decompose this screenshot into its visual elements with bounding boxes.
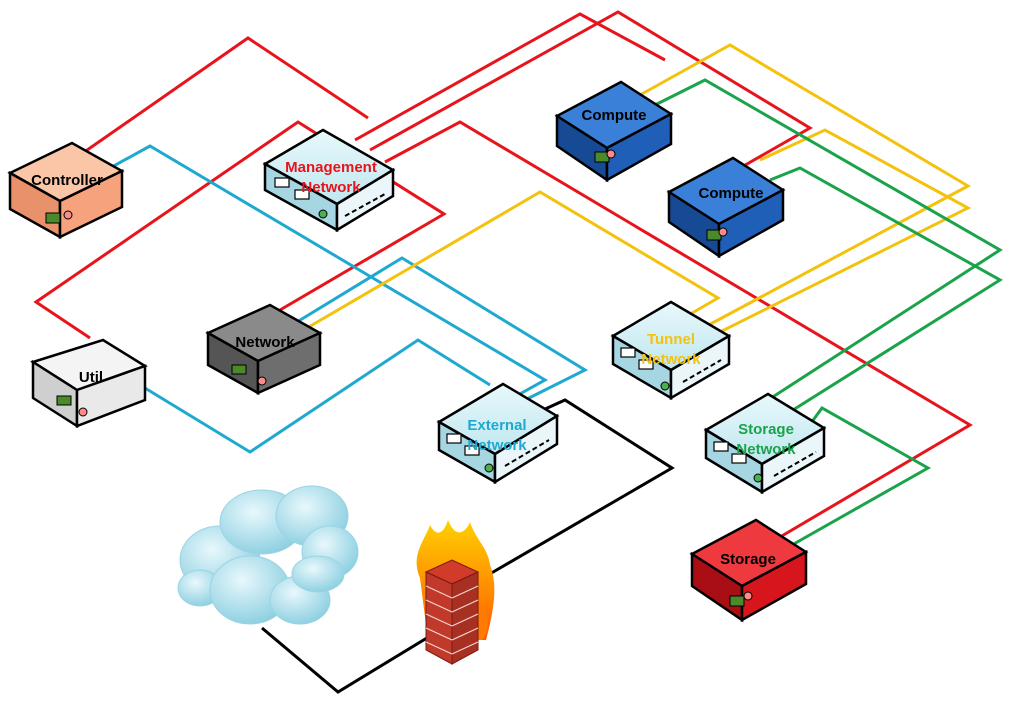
cloud-icon (177, 485, 359, 625)
firewall-icon (416, 520, 495, 665)
external-link-network (291, 256, 589, 402)
internet-link-external (487, 398, 675, 577)
management-link-compute2 (369, 10, 813, 170)
internet-links (261, 398, 675, 694)
tunnel-link-compute1 (639, 43, 972, 337)
tunnel-link-compute2 (699, 128, 972, 344)
management-link-compute1 (354, 12, 666, 142)
compute-1-label: Compute (582, 107, 647, 124)
storage-server-label: Storage (720, 551, 776, 568)
management-links (33, 10, 973, 542)
management-link-util (33, 120, 447, 340)
management-network-label-1: Management (285, 159, 377, 176)
storage-server[interactable]: Storage (689, 518, 809, 623)
util-label: Util (79, 369, 103, 386)
network-server[interactable]: Network (205, 303, 323, 396)
util-server[interactable]: Util (30, 338, 148, 429)
external-network-label-1: External (467, 417, 526, 434)
external-network-switch[interactable]: External Network (436, 382, 560, 485)
compute-server-1[interactable]: Compute (554, 80, 674, 183)
compute-server-2[interactable]: Compute (666, 156, 786, 259)
compute-2-label: Compute (699, 185, 764, 202)
tunnel-links (294, 43, 972, 344)
external-link-controller (109, 144, 549, 407)
storage-links (654, 78, 1003, 547)
management-network-label-2: Network (301, 179, 361, 196)
internet-link-cloud (261, 626, 441, 694)
network-label: Network (235, 334, 295, 351)
external-link-util (139, 338, 491, 454)
tunnel-network-label-1: Tunnel (647, 331, 695, 348)
storage-link-compute2 (769, 166, 1003, 417)
storage-link-compute1 (654, 78, 1003, 402)
storage-network-label-1: Storage (738, 421, 794, 438)
controller-server[interactable]: Controller (7, 141, 125, 240)
management-network-switch[interactable]: Management Network (262, 128, 396, 233)
management-link-controller (79, 36, 369, 157)
external-network-label-2: Network (467, 437, 527, 454)
storage-network-label-2: Network (736, 441, 796, 458)
tunnel-network-label-2: Network (641, 351, 701, 368)
management-link-storage (384, 120, 973, 542)
tunnel-link-network (294, 190, 721, 337)
tunnel-network-switch[interactable]: Tunnel Network (610, 300, 732, 401)
storage-network-switch[interactable]: Storage Network (703, 392, 827, 495)
external-links (109, 144, 589, 454)
controller-label: Controller (31, 172, 103, 189)
